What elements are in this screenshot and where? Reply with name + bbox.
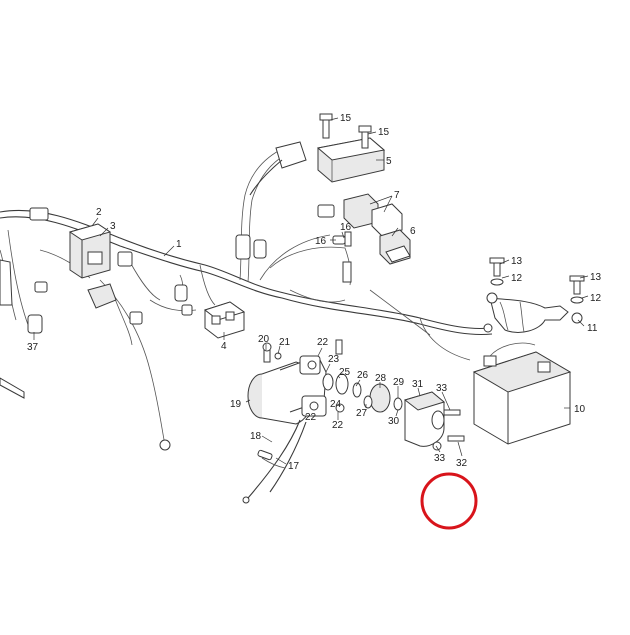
callout-6: 6 (410, 226, 416, 237)
callout-17: 17 (288, 461, 300, 472)
voltage-regulator (249, 137, 386, 196)
callout-11: 11 (587, 323, 598, 334)
callout-3: 3 (110, 221, 116, 232)
bolts-13-12 (489, 257, 585, 304)
red-highlight-circle (420, 472, 478, 530)
callout-15b: 15 (378, 127, 390, 138)
callout-24: 24 (330, 399, 342, 410)
callout-30: 30 (388, 416, 400, 427)
callout-29: 29 (393, 377, 405, 388)
starter-cables (242, 419, 307, 504)
callout-2: 2 (96, 207, 102, 218)
harness-connectors (27, 204, 493, 451)
callout-13a: 13 (511, 256, 523, 267)
callout-18: 18 (250, 431, 262, 442)
coil-component (87, 283, 117, 309)
callout-16a: 16 (315, 236, 327, 247)
callout-12a: 12 (511, 273, 523, 284)
callout-25: 25 (339, 367, 351, 378)
callout-33b: 33 (434, 453, 446, 464)
left-bracket (0, 259, 25, 399)
callout-1: 1 (176, 239, 182, 250)
callout-21: 21 (279, 337, 291, 348)
callout-13b: 13 (590, 272, 602, 283)
callout-4: 4 (221, 341, 227, 352)
callout-12b: 12 (590, 293, 602, 304)
callout-10: 10 (574, 404, 586, 415)
callout-19: 19 (230, 399, 242, 410)
callout-16b: 16 (340, 222, 352, 233)
callout-22b: 22 (305, 412, 317, 423)
callout-31: 31 (412, 379, 424, 390)
leader-lines (33, 117, 589, 465)
callout-7: 7 (394, 190, 400, 201)
callout-26: 26 (357, 370, 369, 381)
callout-27: 27 (356, 408, 368, 419)
starter-small-parts (262, 339, 403, 413)
callout-28: 28 (375, 373, 387, 384)
callout-23: 23 (328, 354, 340, 365)
callout-5: 5 (386, 156, 392, 167)
connector-block (203, 301, 246, 339)
relay-module (68, 223, 112, 279)
callout-15a: 15 (340, 113, 352, 124)
callout-32: 32 (456, 458, 468, 469)
callout-22c: 22 (332, 420, 344, 431)
starter-relay-31 (403, 391, 465, 451)
battery (472, 342, 572, 445)
callout-37: 37 (27, 342, 39, 353)
callout-22a: 22 (317, 337, 329, 348)
callout-labels: 1 2 3 4 5 6 7 10 11 12 12 13 13 15 15 16… (27, 113, 602, 472)
battery-tray (486, 292, 583, 333)
bolts-15 (319, 113, 372, 149)
fuse-16 (332, 231, 352, 247)
starter-motor (247, 355, 327, 425)
callout-20: 20 (258, 334, 270, 345)
callout-33a: 33 (436, 383, 448, 394)
relay-cluster (343, 193, 411, 265)
